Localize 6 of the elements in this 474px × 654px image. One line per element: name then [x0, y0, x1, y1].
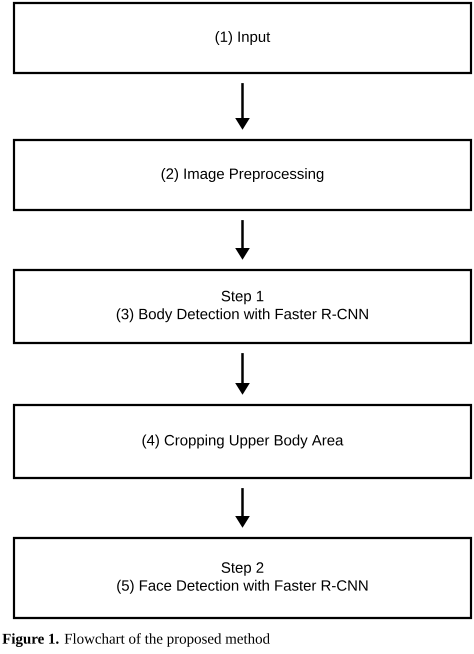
process-box: Step 1 (3) Body Detection with Faster R-CNN: [12, 268, 472, 344]
process-box: (4) Cropping Upper Body Area: [12, 404, 472, 480]
caption: Figure 1. Flowchart of the proposed method: [2, 633, 270, 647]
process-box: (1) Input: [12, 2, 472, 74]
process-box: (2) Image Preprocessing: [12, 138, 472, 212]
process-box: Step 2 (5) Face Detection with Faster R-CNN: [12, 536, 472, 620]
